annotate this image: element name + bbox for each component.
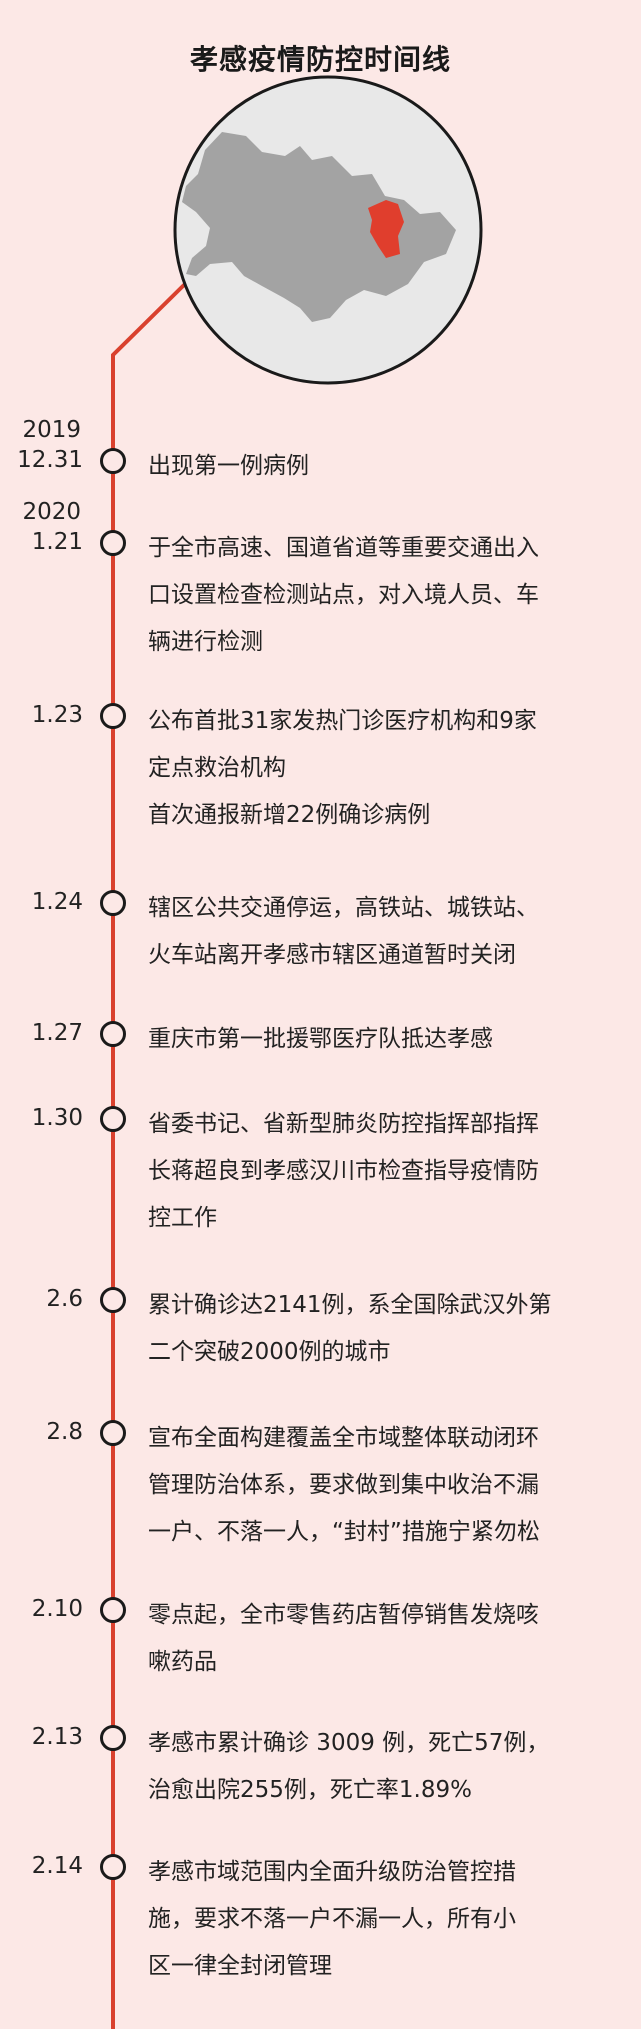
timeline-text-line: 管理防治体系，要求做到集中收治不漏 [148, 1472, 539, 1498]
timeline-date: 2.14 [31, 1853, 83, 1879]
timeline-dot [100, 890, 126, 916]
timeline-text-line: 公布首批31家发热门诊医疗机构和9家 [148, 708, 537, 734]
timeline-date: 1.21 [31, 529, 83, 555]
timeline-date: 2.8 [46, 1419, 83, 1445]
timeline-text: 辖区公共交通停运，高铁站、城铁站、 火车站离开孝感市辖区通道暂时关闭 [148, 885, 608, 979]
timeline-date: 1.24 [31, 889, 83, 915]
timeline-text-line: 二个突破2000例的城市 [148, 1339, 391, 1365]
timeline-text-line: 治愈出院255例，死亡率1.89% [148, 1777, 472, 1803]
timeline-text-line: 宣布全面构建覆盖全市域整体联动闭环 [148, 1425, 539, 1451]
timeline-text: 公布首批31家发热门诊医疗机构和9家 定点救治机构 首次通报新增22例确诊病例 [148, 698, 608, 839]
timeline-dot [100, 530, 126, 556]
timeline-text-line: 于全市高速、国道省道等重要交通出入 [148, 535, 539, 561]
timeline-text-line: 省委书记、省新型肺炎防控指挥部指挥 [148, 1111, 539, 1137]
timeline-text: 孝感市累计确诊 3009 例，死亡57例， 治愈出院255例，死亡率1.89% [148, 1720, 608, 1814]
timeline-date: 1.30 [31, 1105, 83, 1131]
timeline-dot [100, 1597, 126, 1623]
hubei-province-shape [182, 132, 456, 322]
timeline-text-line: 区一律全封闭管理 [148, 1953, 332, 1979]
timeline-text-line: 施，要求不落一户不漏一人，所有小 [148, 1906, 516, 1932]
timeline-text: 零点起，全市零售药店暂停销售发烧咳 嗽药品 [148, 1592, 608, 1686]
timeline-text: 于全市高速、国道省道等重要交通出入 口设置检查检测站点，对入境人员、车 辆进行检… [148, 525, 608, 666]
timeline-text-line: 首次通报新增22例确诊病例 [148, 802, 431, 828]
timeline-dot [100, 1106, 126, 1132]
timeline-text-line: 控工作 [148, 1205, 217, 1231]
timeline-dot [100, 1420, 126, 1446]
timeline-text-line: 出现第一例病例 [148, 453, 309, 479]
timeline-date: 2.6 [46, 1286, 83, 1312]
timeline-text-line: 辆进行检测 [148, 629, 263, 655]
timeline-date: 2.10 [31, 1596, 83, 1622]
timeline-dot [100, 1725, 126, 1751]
timeline-text-line: 零点起，全市零售药店暂停销售发烧咳 [148, 1602, 539, 1628]
timeline-text: 出现第一例病例 [148, 443, 608, 490]
timeline-text-line: 孝感市域范围内全面升级防治管控措 [148, 1859, 516, 1885]
timeline-text: 累计确诊达2141例，系全国除武汉外第 二个突破2000例的城市 [148, 1282, 608, 1376]
timeline-text: 孝感市域范围内全面升级防治管控措 施，要求不落一户不漏一人，所有小 区一律全封闭… [148, 1849, 608, 1990]
timeline-dot [100, 1287, 126, 1313]
hubei-map-icon [173, 75, 483, 385]
timeline-text-line: 长蒋超良到孝感汉川市检查指导疫情防 [148, 1158, 539, 1184]
timeline-text-line: 一户、不落一人，“封村”措施宁紧勿松 [148, 1519, 540, 1545]
timeline-text: 宣布全面构建覆盖全市域整体联动闭环 管理防治体系，要求做到集中收治不漏 一户、不… [148, 1415, 608, 1556]
timeline-text-line: 口设置检查检测站点，对入境人员、车 [148, 582, 539, 608]
timeline-date: 12.31 [17, 447, 83, 473]
timeline-text-line: 孝感市累计确诊 3009 例，死亡57例， [148, 1730, 550, 1756]
timeline-dot [100, 1854, 126, 1880]
timeline-year: 2019 [22, 417, 81, 443]
timeline-text-line: 定点救治机构 [148, 755, 286, 781]
xiaogan-highlight [368, 200, 404, 258]
timeline-text-line: 嗽药品 [148, 1649, 217, 1675]
timeline-date: 1.23 [31, 702, 83, 728]
page-title: 孝感疫情防控时间线 [189, 43, 451, 76]
timeline-date: 1.27 [31, 1020, 83, 1046]
timeline-text-line: 辖区公共交通停运，高铁站、城铁站、 [148, 895, 539, 921]
timeline-text-line: 火车站离开孝感市辖区通道暂时关闭 [148, 942, 516, 968]
timeline-dot [100, 703, 126, 729]
timeline-text: 省委书记、省新型肺炎防控指挥部指挥 长蒋超良到孝感汉川市检查指导疫情防 控工作 [148, 1101, 608, 1242]
timeline-text-line: 重庆市第一批援鄂医疗队抵达孝感 [148, 1026, 493, 1052]
timeline-dot [100, 448, 126, 474]
timeline-date: 2.13 [31, 1724, 83, 1750]
timeline-dot [100, 1021, 126, 1047]
timeline-text-line: 累计确诊达2141例，系全国除武汉外第 [148, 1292, 552, 1318]
timeline-text: 重庆市第一批援鄂医疗队抵达孝感 [148, 1016, 608, 1063]
timeline-year: 2020 [22, 499, 81, 525]
